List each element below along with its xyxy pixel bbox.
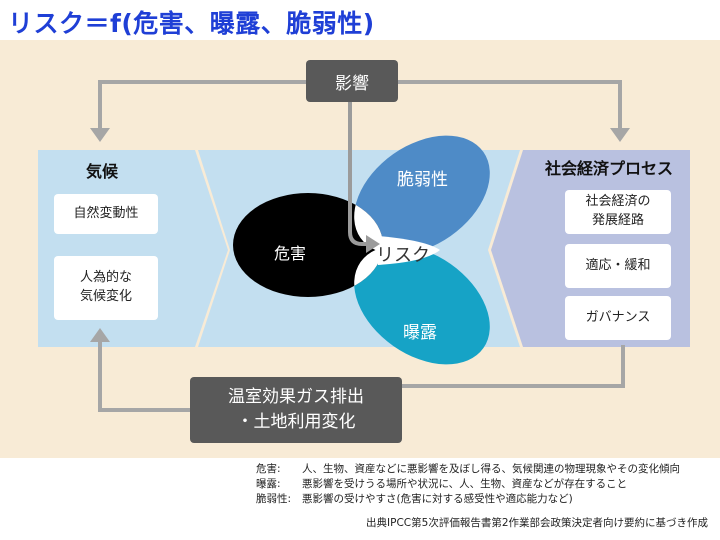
definitions-legend: 危害:人、生物、資産などに悪影響を及ぼし得る、気候関連の物理現象やその変化傾向 …: [256, 462, 680, 507]
emissions-label: 温室効果ガス排出 ・土地利用変化: [228, 386, 364, 433]
socio-item-label: ガバナンス: [585, 309, 651, 325]
impact-label: 影響: [335, 73, 369, 94]
legend-row-hazard: 危害: 人、生物、資産などに悪影響を及ぼし得る、気候関連の物理現象やその変化傾向: [256, 462, 680, 477]
legend-desc: 悪影響の受けやすさ(危害に対する感受性や適応能力など): [302, 493, 573, 505]
socio-item-adaptation: 適応・緩和: [565, 244, 671, 288]
impact-line: [348, 100, 368, 246]
emissions-box: 温室効果ガス排出 ・土地利用変化: [190, 377, 402, 443]
impact-arrows: [98, 80, 625, 412]
risk-overlap-mid: [378, 236, 440, 265]
page-title: リスク＝f(危害、曝露、脆弱性): [8, 9, 375, 38]
socio-item-governance: ガバナンス: [565, 296, 671, 340]
climate-item-natural: 自然変動性: [54, 194, 158, 234]
impact-box: 影響: [306, 60, 398, 102]
risk-label: リスク: [376, 245, 430, 266]
climate-item-anthropogenic: 人為的な 気候変化: [54, 256, 158, 320]
climate-item-label: 自然変動性: [73, 205, 139, 221]
legend-row-vulnerability: 脆弱性: 悪影響の受けやすさ(危害に対する感受性や適応能力など): [256, 492, 680, 507]
exposure-petal: [354, 245, 490, 365]
legend-row-exposure: 曝露: 悪影響を受けうる場所や状況に、人、生物、資産などが存在すること: [256, 477, 680, 492]
impact-line-head: [366, 235, 380, 253]
hazard-ellipse: [233, 193, 383, 297]
socio-item-label: 社会経済の 発展経路: [585, 194, 651, 228]
climate-item-label: 人為的な 気候変化: [79, 270, 132, 304]
vulnerability-label: 脆弱性: [397, 170, 448, 190]
legend-desc: 人、生物、資産などに悪影響を及ぼし得る、気候関連の物理現象やその変化傾向: [302, 463, 680, 475]
socio-item-development: 社会経済の 発展経路: [565, 190, 671, 234]
arrow-heads: [90, 128, 630, 342]
hazard-label: 危害: [274, 244, 307, 263]
climate-heading: 気候: [86, 162, 119, 181]
legend-term: 脆弱性:: [256, 493, 292, 505]
socio-heading: 社会経済プロセス: [545, 159, 674, 178]
legend-term: 危害:: [256, 463, 281, 475]
legend-term: 曝露:: [256, 478, 281, 490]
vulnerability-petal: [354, 135, 490, 255]
source-note: 出典IPCC第5次評価報告書第2作業部会政策決定者向け要約に基づき作成: [366, 517, 708, 529]
socio-item-label: 適応・緩和: [585, 257, 651, 273]
legend-desc: 悪影響を受けうる場所や状況に、人、生物、資産などが存在すること: [302, 478, 628, 490]
exposure-label: 曝露: [403, 323, 437, 343]
